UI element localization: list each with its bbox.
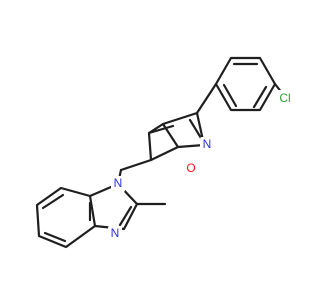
chlorophenyl-ring-bonds <box>214 56 277 112</box>
benzimidazole-n1-atom-label: N <box>114 176 123 190</box>
oxygen-atom-label: O <box>186 161 195 175</box>
benzimidazole-inner-double-1 <box>41 193 65 210</box>
benzimidazole-n3-label-bg <box>108 226 122 242</box>
isoxazole-inner-double-1 <box>147 124 175 135</box>
isoxazole-cc-bond <box>147 122 180 162</box>
atom-label-layer: Cl O N N N <box>108 90 296 242</box>
oxygen-label-bg <box>184 161 198 177</box>
benzimidazole-benzene-ring <box>35 186 97 249</box>
methylene-linker-1 <box>119 158 153 172</box>
chlorophenyl-ring-inner-double-2 <box>252 85 268 109</box>
chlorine-label-bg <box>274 90 296 106</box>
aryl-isoxazole-bond <box>195 82 218 115</box>
isoxazole-ring-bonds <box>161 111 206 149</box>
isoxazole-inner-double-2 <box>188 118 203 140</box>
chlorine-atom-label: Cl <box>279 91 290 105</box>
benzimidazole-n1-label-bg <box>111 176 125 192</box>
benzimidazole-double-c2-n3 <box>118 205 133 227</box>
chemical-structure-diagram: Cl O N N N <box>35 56 296 249</box>
chlorophenyl-ring-inner-double-3 <box>222 83 238 108</box>
bond-layer <box>35 56 288 249</box>
benzimidazole-n3-atom-label: N <box>111 226 120 240</box>
isoxazole-nitrogen-label-bg <box>200 137 214 153</box>
benzimidazole-inner-double-2 <box>43 231 67 243</box>
molecule-canvas: Cl O N N N <box>35 56 296 249</box>
isoxazole-nitrogen-atom-label: N <box>203 137 212 151</box>
